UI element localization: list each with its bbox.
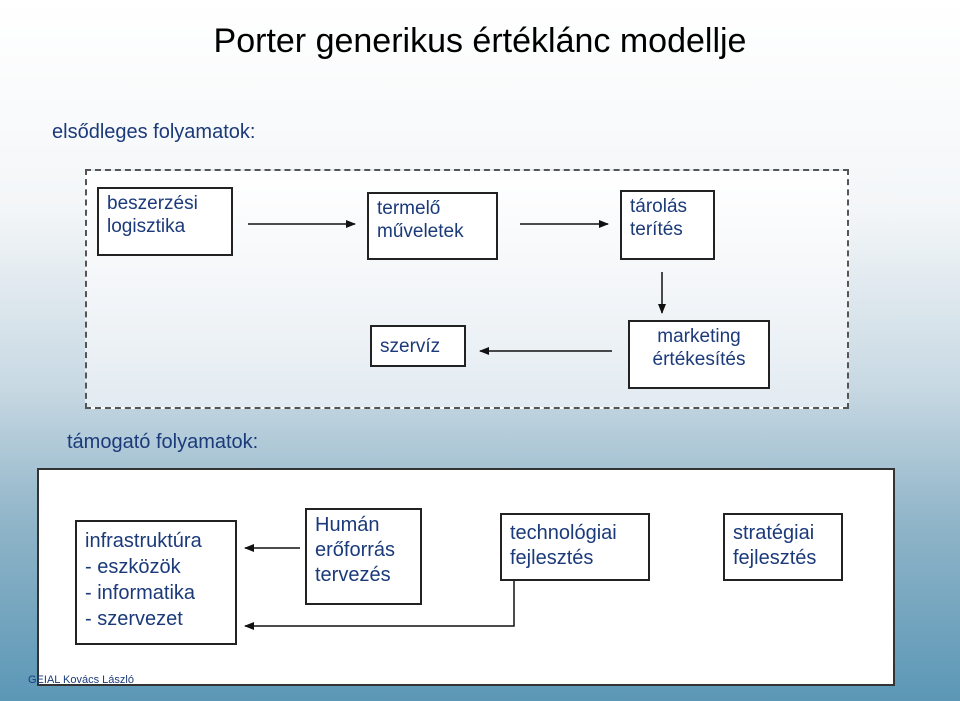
box-tarolas-text: tárolás terítés: [630, 196, 688, 240]
box-termelo-text: termelő műveletek: [377, 198, 464, 242]
box-infrastruktura: infrastruktúra - eszközök - informatika …: [75, 520, 237, 645]
box-beszerzesi-text: beszerzési logisztika: [107, 193, 198, 237]
box-technologiai-text: technológiai fejlesztés: [510, 522, 617, 569]
box-strategiai-text: stratégiai fejlesztés: [733, 522, 817, 569]
box-human-eroforras: Humán erőforrás tervezés: [305, 508, 422, 605]
support-processes-label: támogató folyamatok:: [67, 431, 259, 453]
box-szerviz-text: szervíz: [380, 336, 441, 357]
box-tarolas-terites: tárolás terítés: [620, 190, 715, 260]
primary-processes-label: elsődleges folyamatok:: [52, 121, 256, 143]
box-beszerzesi-logisztika: beszerzési logisztika: [97, 187, 233, 256]
box-technologiai-fejlesztes: technológiai fejlesztés: [500, 513, 650, 581]
box-human-text: Humán erőforrás tervezés: [315, 514, 396, 586]
box-szerviz: szervíz: [370, 325, 466, 367]
box-strategiai-fejlesztes: stratégiai fejlesztés: [723, 513, 843, 581]
page-title: Porter generikus értéklánc modellje: [213, 22, 747, 60]
box-termelo-muveletek: termelő műveletek: [367, 192, 498, 260]
box-marketing-text: marketing értékesítés: [652, 326, 746, 370]
box-infrastruktura-text: infrastruktúra - eszközök - informatika …: [85, 530, 202, 630]
box-marketing-ertekesites: marketing értékesítés: [628, 320, 770, 389]
arrow-technologiai-to-infrastruktura: [244, 581, 515, 630]
footer-credit: GEIAL Kovács László: [28, 674, 134, 686]
